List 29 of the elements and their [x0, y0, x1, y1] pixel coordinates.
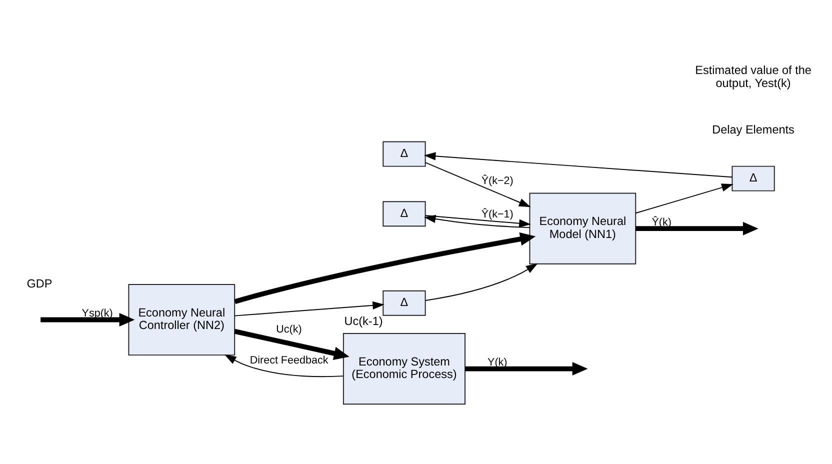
node-box: Economy Neural Model (NN1) [529, 192, 636, 264]
arrow [424, 162, 531, 208]
edge-label: Y(k) [488, 356, 508, 369]
arrow [234, 232, 536, 304]
edge-label: Uc(k) [276, 323, 302, 336]
node-box: Δ [382, 141, 426, 167]
node-box: Δ [382, 290, 426, 316]
label: Delay Elements [712, 124, 794, 137]
arrow [636, 222, 758, 236]
arrow [224, 354, 344, 378]
label: GDP [26, 277, 52, 290]
edge-label: Ysp(k) [82, 308, 113, 320]
arrow [465, 362, 588, 376]
edge-label: Ŷ(k−2) [481, 175, 514, 188]
node-box: Δ [382, 201, 426, 227]
node-box: Δ [732, 166, 775, 192]
edge-label: Ŷ(k) [652, 216, 672, 228]
edge-label: Direct Feedback [250, 354, 328, 367]
edge-label: Ŷ(k−1) [481, 208, 514, 221]
arrow [234, 301, 384, 316]
node-label: Uc(k-1) [344, 314, 383, 328]
arrow [40, 313, 135, 326]
arrow [234, 328, 350, 360]
node-box: Economy Neural Controller (NN2) [128, 284, 236, 356]
arrow [425, 263, 538, 301]
node-box: Economy System (Economic Process) [342, 333, 466, 405]
arrow [635, 184, 734, 214]
arrow [424, 152, 733, 178]
label: Estimated value of the output, Yest(k) [695, 64, 812, 90]
